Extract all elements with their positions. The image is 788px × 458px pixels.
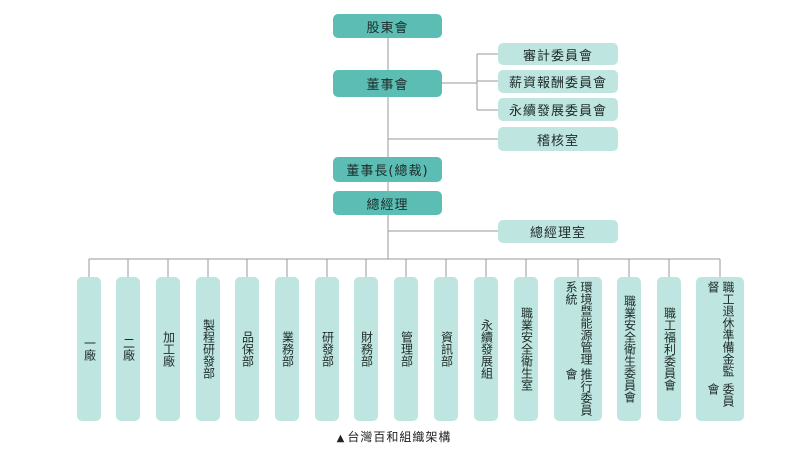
- chairman-box: 董事長(總裁): [333, 157, 442, 182]
- department-box: 研發部: [315, 277, 339, 421]
- committee-compensation-box: 薪資報酬委員會: [498, 70, 618, 93]
- department-label: 職業安全衛生室: [519, 307, 534, 391]
- gm-box: 總經理: [333, 191, 442, 215]
- department-label: 品保部: [240, 331, 255, 367]
- board-box: 董事會: [333, 70, 442, 97]
- audit-office-box: 稽核室: [498, 127, 618, 151]
- department-box: 製程研發部: [196, 277, 220, 421]
- department-box: 職工退休準備金監督委員會: [696, 277, 744, 421]
- department-label: 一廠: [82, 337, 97, 361]
- department-label: 職業安全衛生委員會: [622, 295, 637, 403]
- department-box: 一廠: [77, 277, 101, 421]
- shareholders-box: 股東會: [333, 14, 442, 38]
- department-label: 資訊部: [439, 331, 454, 367]
- department-box: 品保部: [235, 277, 259, 421]
- department-label: 推行委員會: [564, 368, 593, 417]
- department-label: 製程研發部: [201, 319, 216, 379]
- department-label: 委員會: [706, 383, 735, 407]
- department-box: 職業安全衛生室: [514, 277, 538, 421]
- department-label: 研發部: [320, 331, 335, 367]
- department-label: 業務部: [280, 331, 295, 367]
- department-box: 職工福利委員會: [657, 277, 681, 421]
- department-label: 環境暨能源管理系統: [564, 281, 593, 365]
- department-box: 財務部: [354, 277, 378, 421]
- department-box: 二廠: [116, 277, 140, 421]
- committee-audit-box: 審計委員會: [498, 43, 618, 65]
- department-label: 財務部: [359, 331, 374, 367]
- department-box: 管理部: [394, 277, 418, 421]
- committee-sustainability-box: 永續發展委員會: [498, 98, 618, 121]
- department-box: 環境暨能源管理系統推行委員會: [554, 277, 602, 421]
- department-label: 管理部: [399, 331, 414, 367]
- department-box: 職業安全衛生委員會: [617, 277, 641, 421]
- department-label: 職工福利委員會: [662, 307, 677, 391]
- department-label: 加工廠: [161, 331, 176, 367]
- chart-caption: ▲台灣百和組織架構: [336, 430, 452, 444]
- department-box: 永續發展組: [474, 277, 498, 421]
- department-label: 二廠: [121, 337, 136, 361]
- department-label: 永續發展組: [479, 319, 494, 379]
- department-box: 加工廠: [156, 277, 180, 421]
- gm-office-box: 總經理室: [498, 220, 618, 243]
- department-label: 職工退休準備金監督: [706, 281, 735, 377]
- department-box: 資訊部: [434, 277, 458, 421]
- department-box: 業務部: [275, 277, 299, 421]
